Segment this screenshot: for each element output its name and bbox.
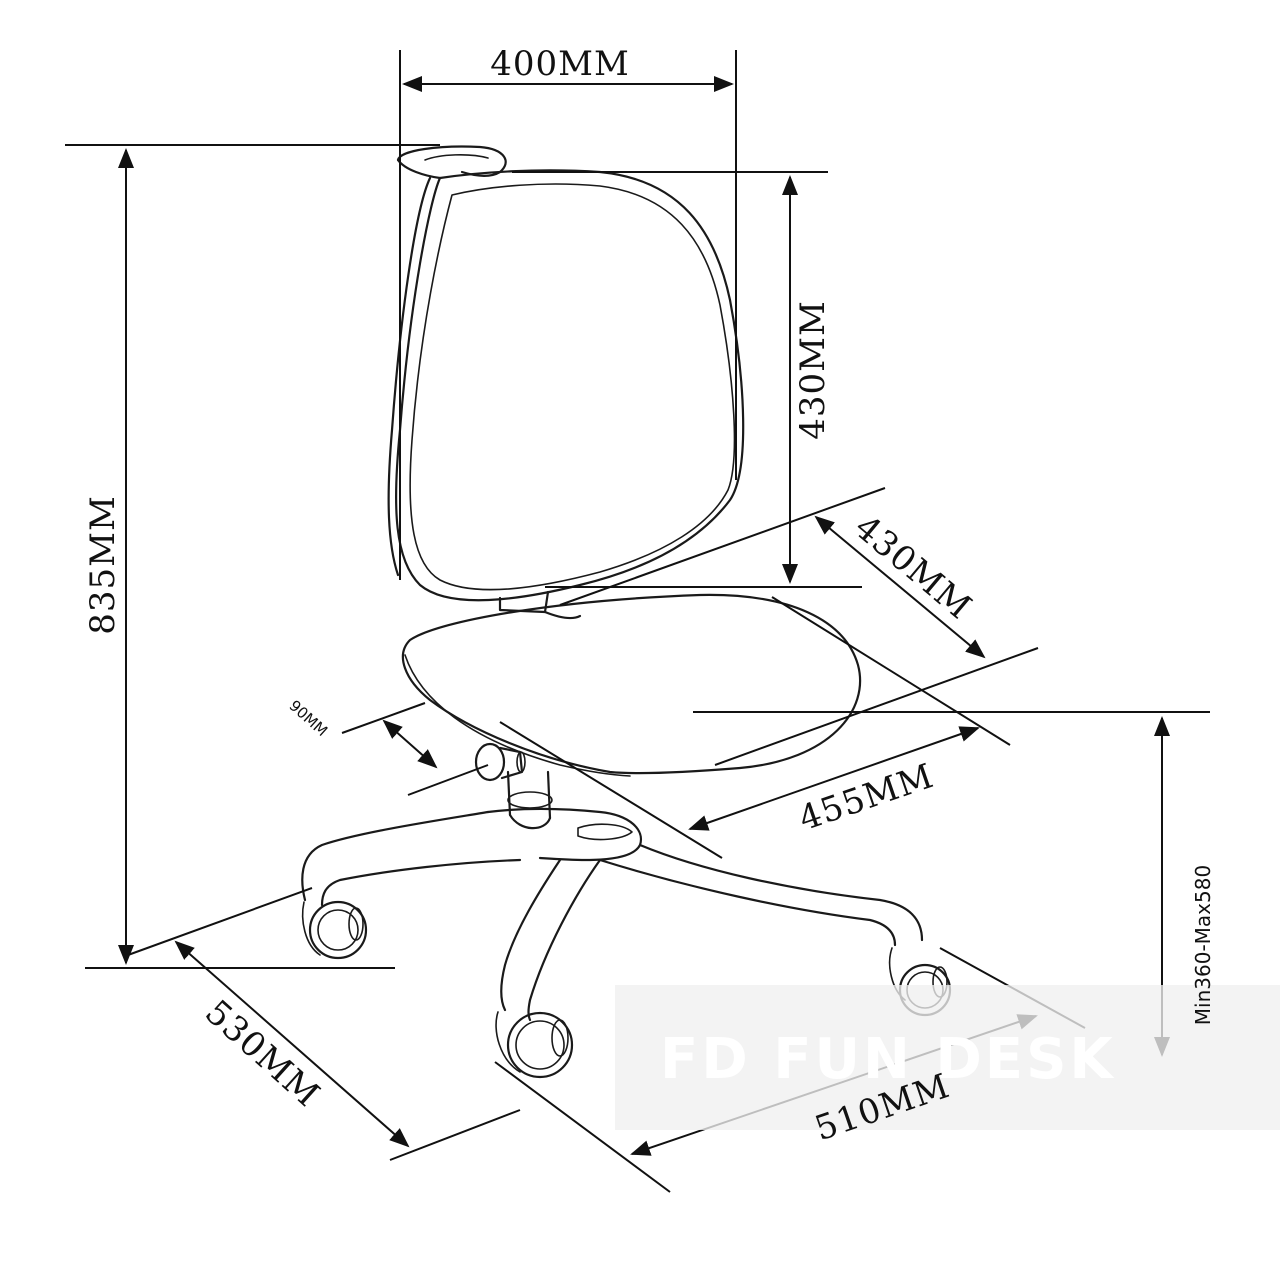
- label-gas-lift: 90MM: [286, 697, 331, 740]
- watermark-text: FD FUN DESK: [660, 1027, 1116, 1092]
- star-base: [301, 807, 924, 1022]
- height-knob: [474, 742, 526, 782]
- caster-left: [301, 900, 368, 960]
- backrest: [387, 169, 745, 602]
- label-seat-height-range: Min360-Max580: [1191, 865, 1215, 1025]
- caster-front: [495, 1011, 574, 1079]
- watermark-band: [615, 985, 1280, 1130]
- label-backrest-height: 430MM: [793, 300, 833, 440]
- label-seat-depth: 430MM: [847, 507, 980, 627]
- seat: [401, 593, 862, 777]
- label-seat-width: 455MM: [794, 756, 939, 839]
- label-base-width: 530MM: [197, 992, 327, 1115]
- label-total-height: 835MM: [83, 495, 123, 635]
- label-backrest-width: 400MM: [490, 44, 630, 84]
- dimension-lines: [65, 50, 1210, 1193]
- gas-column: [506, 770, 553, 830]
- watermark: FD FUN DESK: [615, 985, 1280, 1130]
- chair-drawing: [301, 145, 952, 1079]
